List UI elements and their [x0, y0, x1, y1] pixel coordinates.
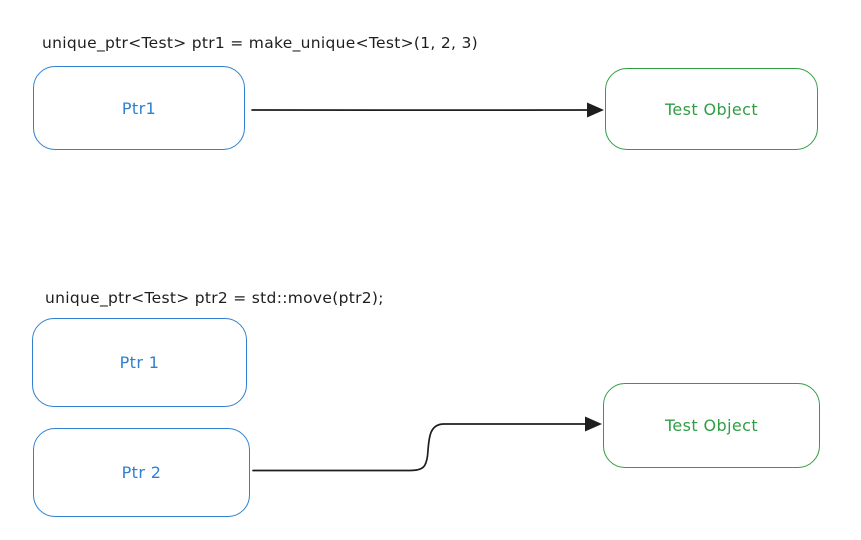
code-line-std-move: unique_ptr<Test> ptr2 = std::move(ptr2); [45, 289, 384, 307]
test-object-label-top: Test Object [664, 99, 759, 119]
ptr1-box-bottom-label: Ptr 1 [119, 353, 160, 372]
arrowhead-top [587, 102, 604, 118]
ptr2-box: Ptr 2 [33, 428, 250, 517]
test-object-label-bottom: Test Object [664, 416, 759, 435]
code-line-make-unique: unique_ptr<Test> ptr1 = make_unique<Test… [42, 34, 478, 52]
ptr1-box: Ptr1 [33, 66, 245, 150]
test-object-box-top: Test Object [605, 68, 818, 150]
test-object-box-bottom: Test Object [603, 383, 820, 468]
ptr1-box-label: Ptr1 [121, 98, 157, 118]
ptr1-box-bottom: Ptr 1 [32, 318, 247, 407]
arrowhead-bottom [585, 416, 602, 432]
ptr2-box-label: Ptr 2 [121, 463, 162, 482]
arrow-ptr2-to-object [252, 423, 589, 472]
